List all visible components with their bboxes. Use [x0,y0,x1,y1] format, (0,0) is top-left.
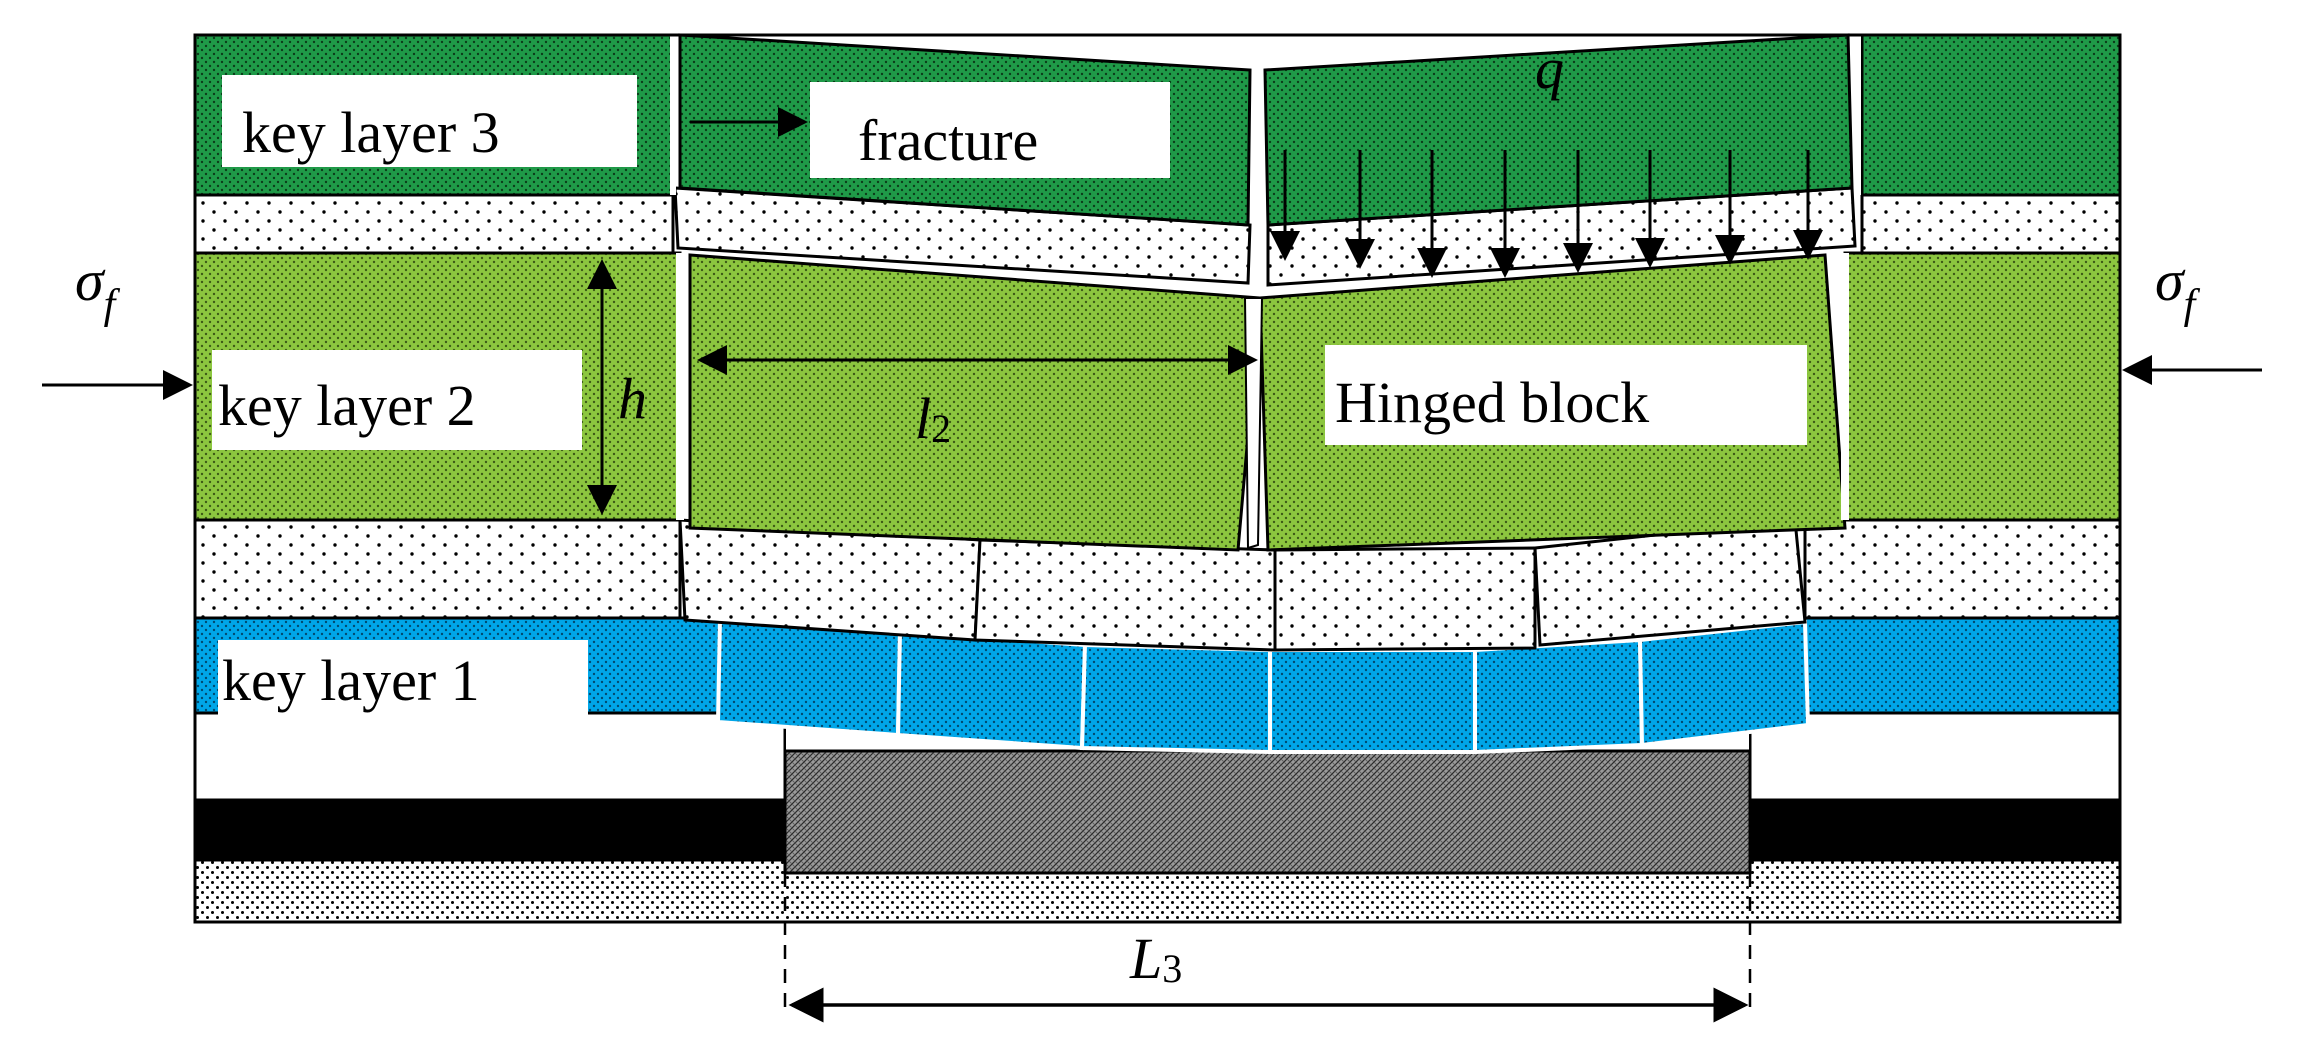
stress-var-left: σ [75,248,106,313]
span-sub: 3 [1162,946,1182,991]
layer1-block [1473,637,1645,755]
stress-sub-left: f [104,282,121,328]
key-layer-1-label: key layer 1 [222,648,480,713]
soft-layer-lower-left [193,518,682,620]
key-layer-2-label: key layer 2 [218,373,476,438]
layer1-block [1268,648,1477,754]
fracture-label-box [810,82,1170,178]
stress-sub-right: f [2184,282,2201,328]
immediate-roof-right [1748,711,2122,802]
load-label: q [1535,36,1564,101]
height-label: h [618,366,647,431]
layer1-block [715,615,903,738]
span-var: L [1129,926,1162,991]
hinged-block-label: Hinged block [1335,370,1649,435]
lower-soft-block [1273,546,1537,652]
coal-seam-left [195,800,785,860]
immediate-roof-left [193,711,787,802]
layer1-block [1637,619,1811,748]
block-length-label: l2 [915,386,951,451]
lower-soft-block [973,538,1277,652]
gob-area [783,749,1752,875]
key-layer-1-label-box [218,640,588,716]
fracture-label: fracture [858,108,1038,173]
key-layer-3-label: key layer 3 [242,100,500,165]
distributed-load-arrows [1270,150,1823,278]
soft-layer-upper-left [193,193,675,255]
stress-var-right: σ [2155,248,2186,313]
key-layer-3-block-right [1263,33,1854,227]
key-layer-3-right [1860,33,2122,197]
key-layer-3-label-box [222,75,637,167]
stress-label-right: σf [2155,248,2201,328]
span-label: L3 [1129,926,1182,991]
strata-frame [193,33,2122,924]
key-layer-2-left-block [688,253,1262,552]
coal-seam-right [1750,800,2120,860]
key-layer-1-right [1803,616,2122,715]
block-length-var: l [915,386,931,451]
stress-label-left: σf [75,248,121,328]
key-layer-2-label-box [212,350,582,450]
layer1-block [1079,642,1272,755]
layer1-block [895,629,1088,751]
hinged-block-label-box [1325,345,1807,445]
block-length-sub: 2 [931,406,951,451]
key-layer-2-right [1843,251,2122,522]
soft-layer-upper-right [1860,193,2122,255]
soft-layer-lower-right [1803,518,2122,620]
